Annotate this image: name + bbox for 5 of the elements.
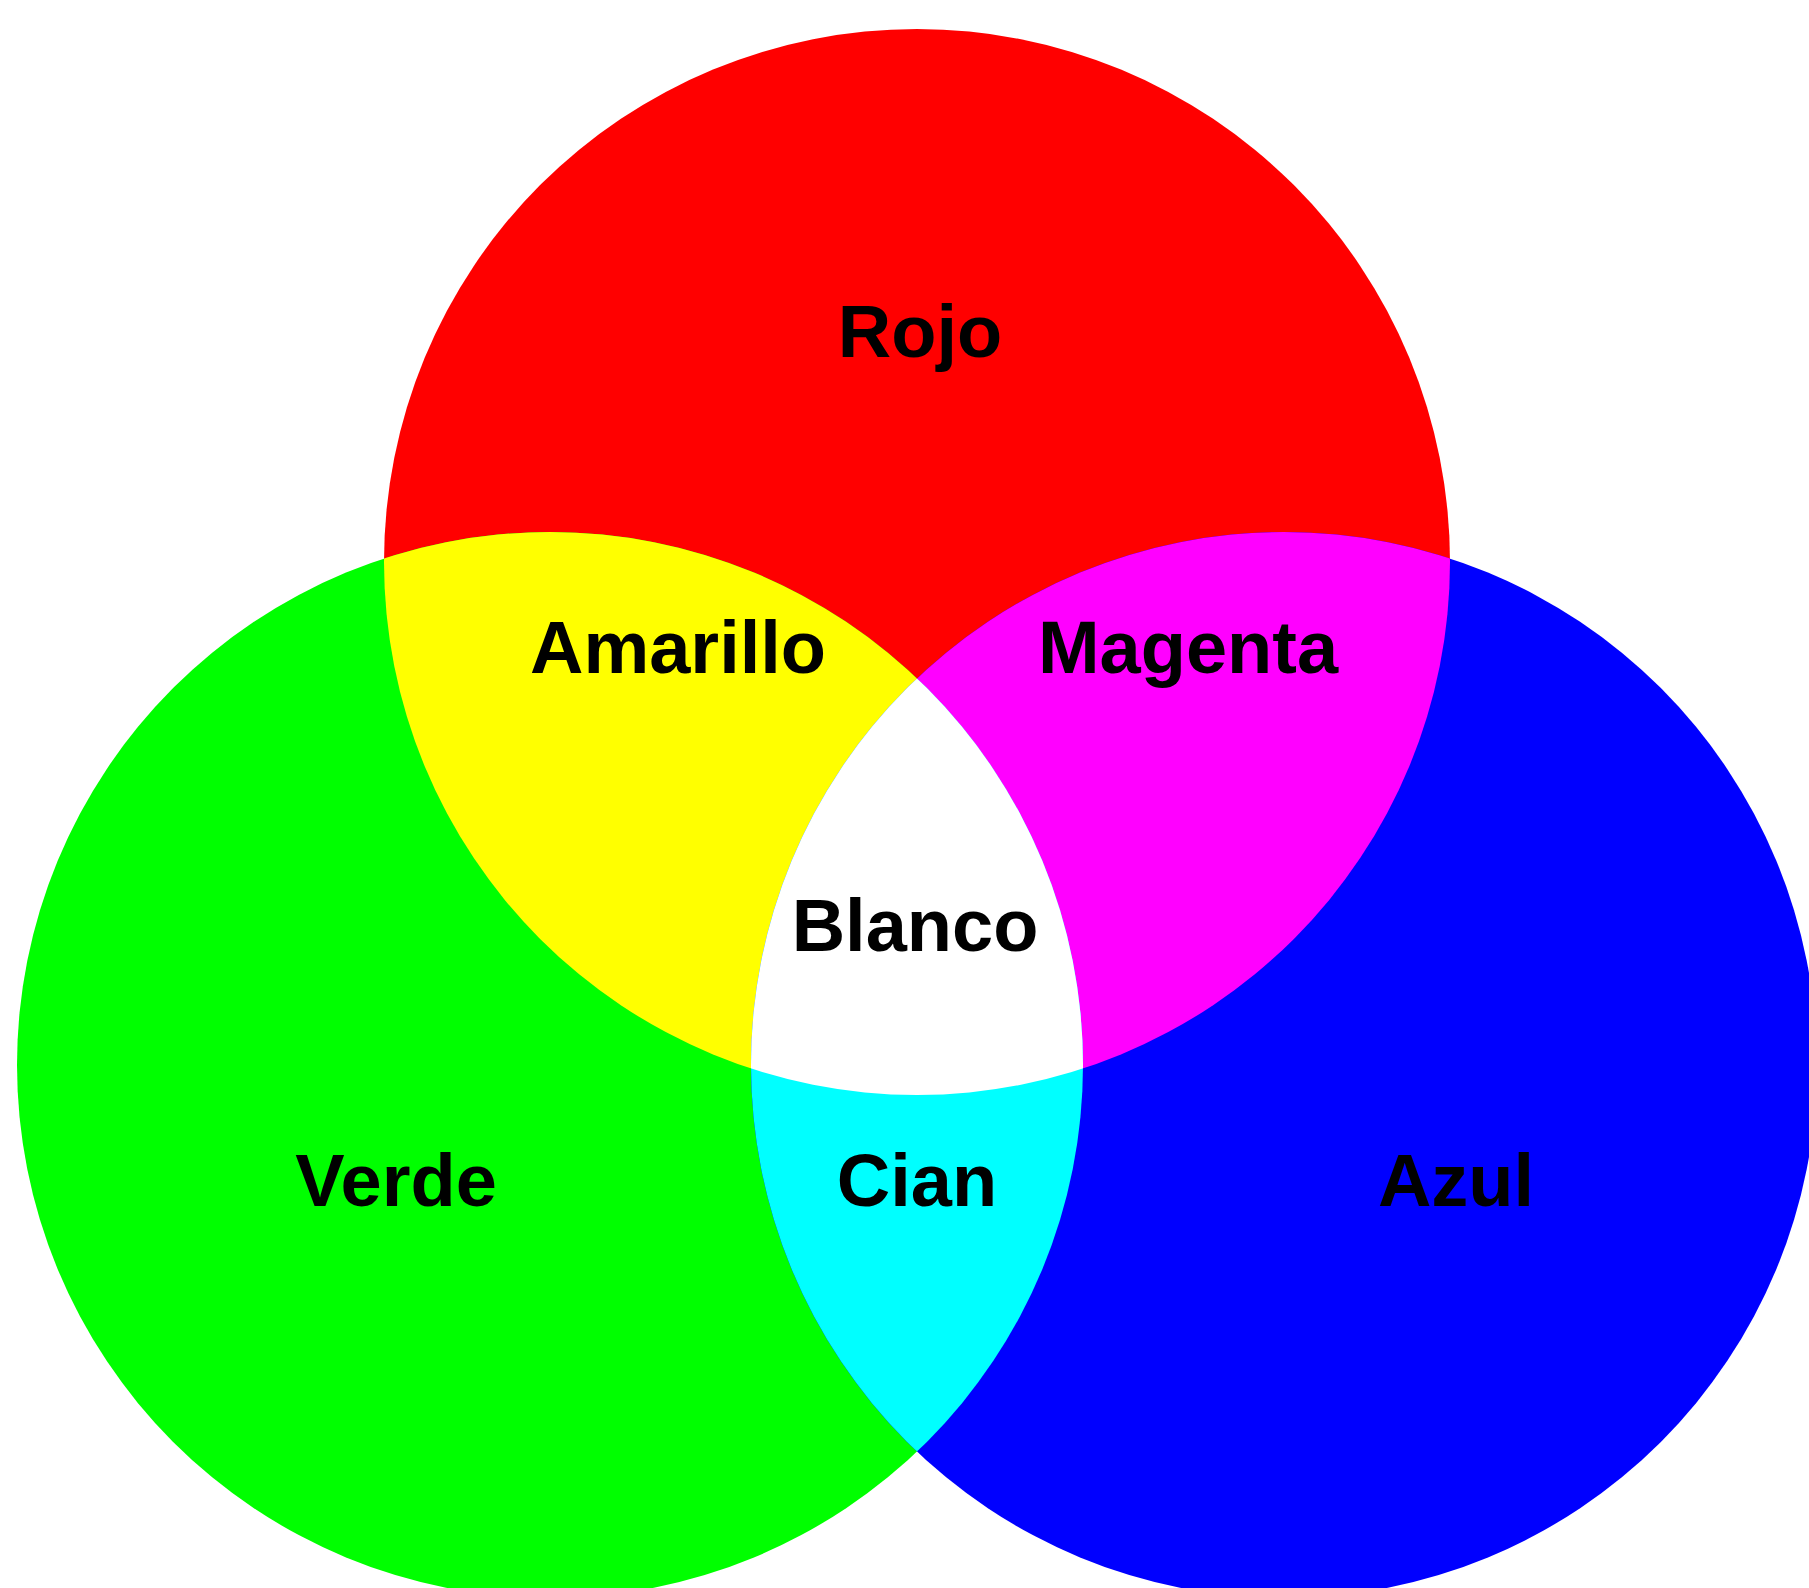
region-label: Blanco (791, 889, 1039, 963)
circle-label: Verde (295, 1144, 497, 1218)
region-label: Amarillo (529, 611, 827, 685)
circle-label: Azul (1377, 1144, 1535, 1218)
region-label: Cian (836, 1144, 998, 1218)
